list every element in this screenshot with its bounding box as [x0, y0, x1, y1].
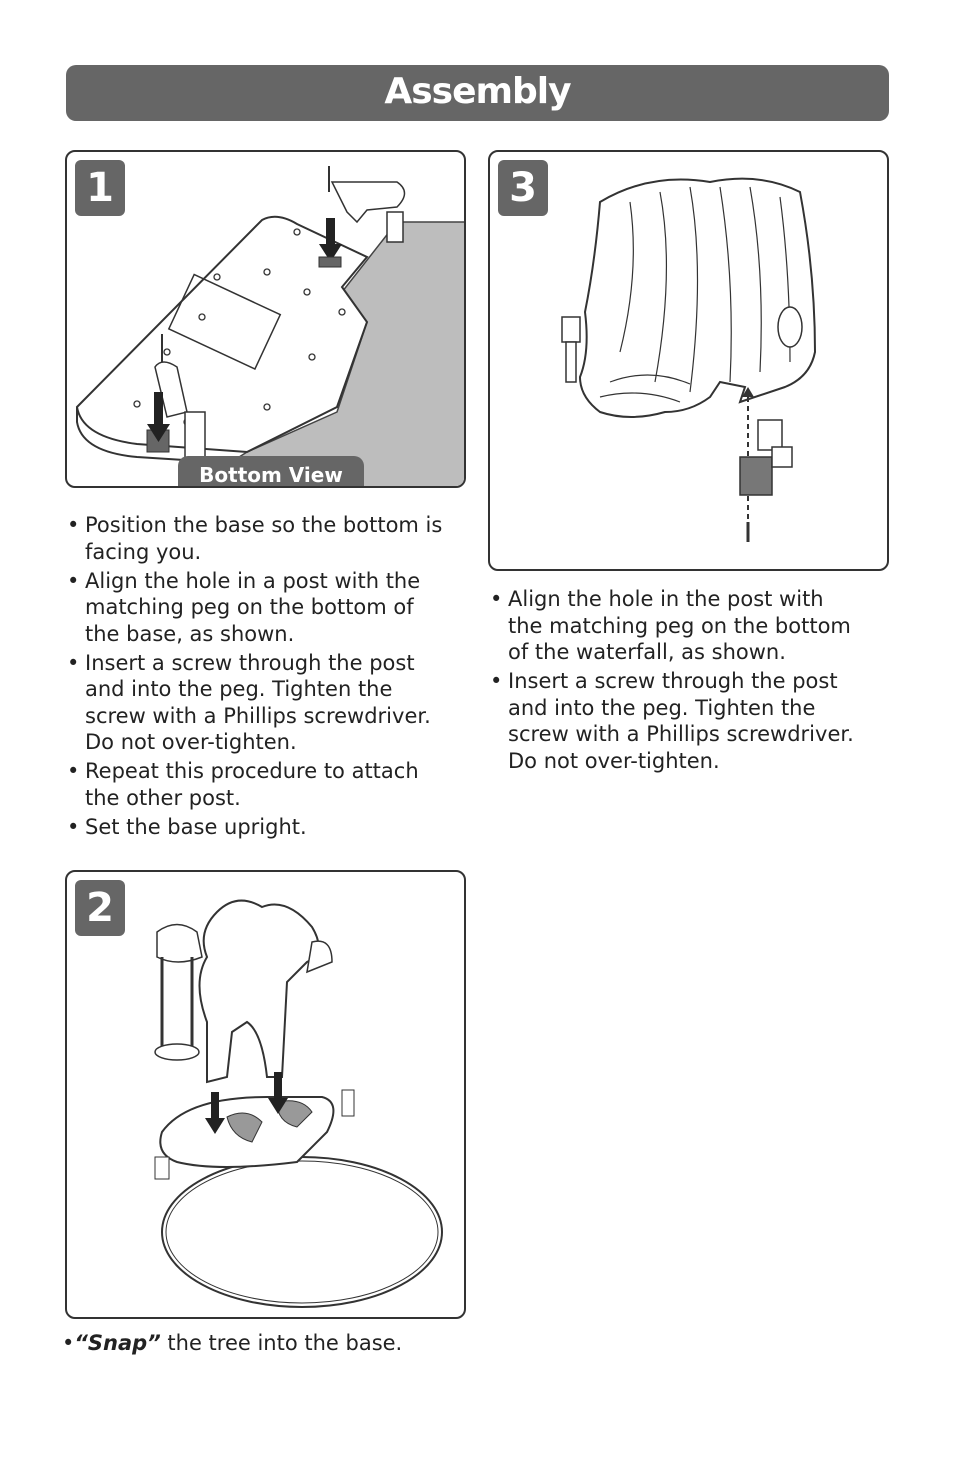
step-2-badge: 2 [75, 880, 125, 936]
step-3-instructions: Align the hole in the post with the matc… [490, 586, 862, 777]
step-1-badge: 1 [75, 160, 125, 216]
bottom-view-label: Bottom View [178, 456, 364, 486]
step-2-instruction: •“Snap” the tree into the base. [62, 1331, 402, 1355]
step-1-panel: 1 Bottom View [65, 150, 466, 488]
step-2-illustration [154, 899, 443, 1308]
snap-text: the tree into the base. [160, 1331, 403, 1355]
list-item: Insert a screw through the post and into… [490, 668, 862, 774]
list-item: Align the hole in the post with the matc… [490, 586, 862, 666]
step-2-panel: 2 [65, 870, 466, 1319]
list-item: Repeat this procedure to attach the othe… [67, 758, 447, 811]
list-item: Set the base upright. [67, 814, 447, 841]
list-item: Insert a screw through the post and into… [67, 650, 447, 756]
step-1-instructions: Position the base so the bottom is facin… [67, 512, 447, 843]
step-3-panel: 3 [488, 150, 889, 571]
page-title: Assembly [384, 71, 571, 112]
step-3-illustration [561, 177, 817, 542]
step-1-illustration [75, 166, 464, 486]
step-3-badge: 3 [498, 160, 548, 216]
header-banner: Assembly [66, 65, 889, 121]
bullet-glyph: • [62, 1331, 75, 1355]
list-item: Position the base so the bottom is facin… [67, 512, 447, 565]
snap-emphasis: “Snap” [74, 1331, 161, 1355]
list-item: Align the hole in a post with the matchi… [67, 568, 447, 648]
